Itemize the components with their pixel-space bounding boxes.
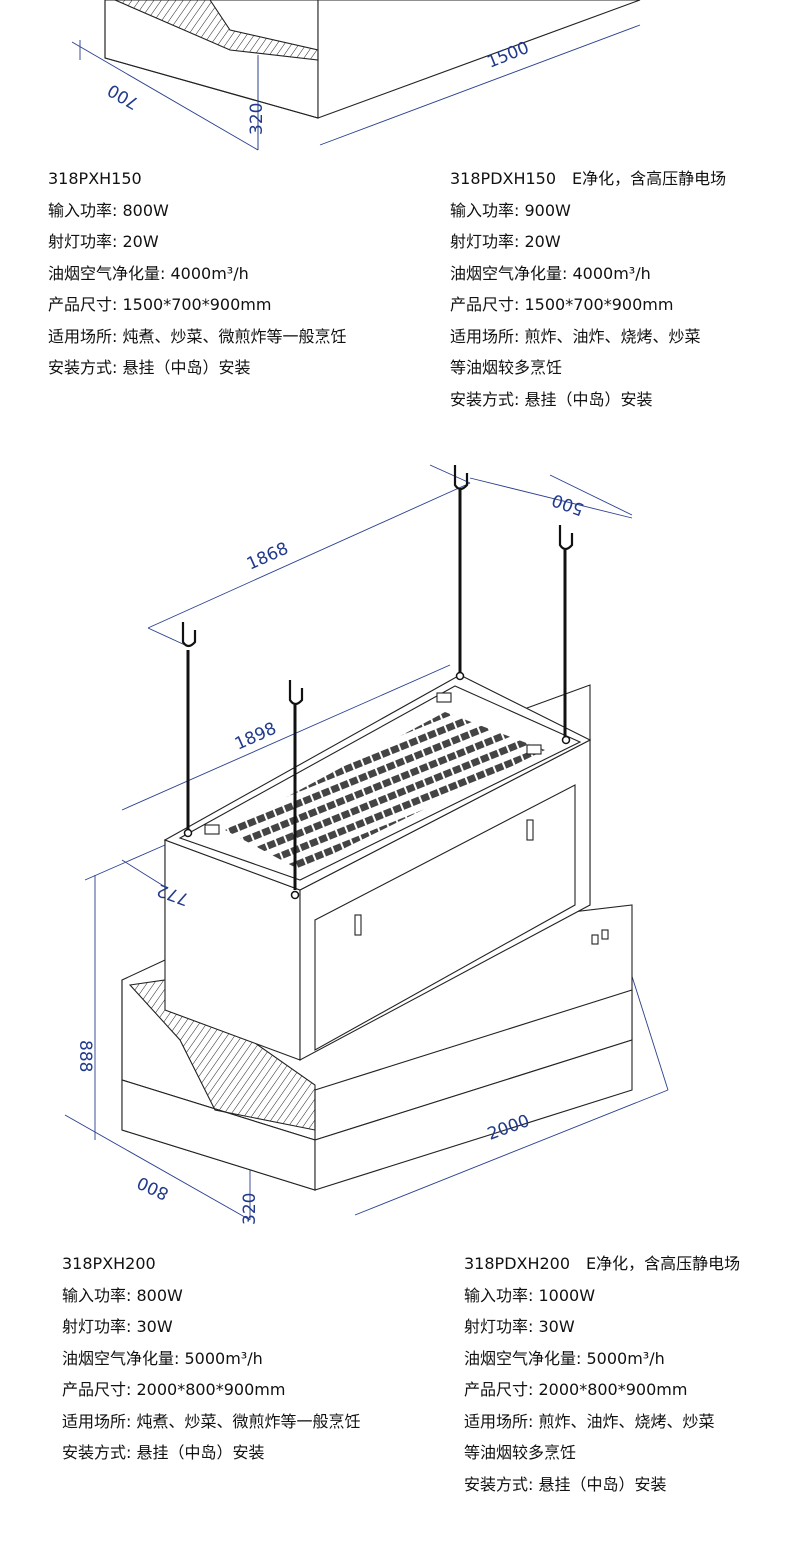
spec-line: 产品尺寸: 1500*700*900mm [48,295,272,314]
spec-line: 油烟空气净化量: 4000m³/h [450,263,651,283]
spec-line: 产品尺寸: 2000*800*900mm [62,1380,286,1399]
spec-line: 安装方式: 悬挂（中岛）安装 [450,389,653,409]
spec-line: 油烟空气净化量: 4000m³/h [48,263,249,283]
spec-318PXH150: 318PXH150 输入功率: 800W 射灯功率: 20W 油烟空气净化量: … [48,163,346,384]
spec-line: 适用场所: 煎炸、油炸、烧烤、炒菜 [464,1411,715,1431]
spec-line: 适用场所: 炖煮、炒菜、微煎炸等一般烹饪 [62,1411,361,1431]
spec-line: 输入功率: 800W [48,200,169,220]
model-name: 318PXH150 [48,169,142,188]
model-name: 318PDXH200 E净化，含高压静电场 [464,1254,741,1273]
dim-top-length: 1898 [232,719,280,755]
spec-318PDXH150: 318PDXH150 E净化，含高压静电场 输入功率: 900W 射灯功率: 2… [450,163,726,415]
spec-line: 射灯功率: 20W [48,232,159,251]
model-name: 318PXH200 [62,1254,156,1273]
spec-line: 安装方式: 悬挂（中岛）安装 [62,1443,265,1462]
dim-hook-width: 500 [549,489,586,519]
hood-drawing-1: 700 320 1500 [71,0,641,151]
dim-height: 320 [247,103,267,135]
spec-line: 输入功率: 900W [450,200,571,220]
spec-line: 油烟空气净化量: 5000m³/h [464,1348,665,1368]
spec-318PXH200: 318PXH200 输入功率: 800W 射灯功率: 30W 油烟空气净化量: … [62,1248,360,1469]
dim-hook-length: 1868 [244,539,292,575]
spec-line: 安装方式: 悬挂（中岛）安装 [48,358,251,377]
dim-height-total: 888 [75,1040,95,1072]
spec-line: 输入功率: 1000W [464,1285,596,1305]
spec-line: 适用场所: 煎炸、油炸、烧烤、炒菜 [450,326,701,346]
spec-line: 射灯功率: 20W [450,232,561,251]
dim-depth: 700 [104,79,142,113]
spec-line: 等油烟较多烹饪 [464,1443,577,1462]
dim-base-height: 320 [240,1193,260,1225]
spec-line: 产品尺寸: 2000*800*900mm [464,1380,688,1399]
spec-line: 安装方式: 悬挂（中岛）安装 [464,1474,667,1494]
dim-depth: 800 [134,1172,172,1204]
spec-line: 输入功率: 800W [62,1285,183,1305]
spec-line: 射灯功率: 30W [62,1317,173,1336]
spec-line: 射灯功率: 30W [464,1317,575,1336]
spec-line: 等油烟较多烹饪 [450,358,563,377]
hood-drawing-2: 1868 500 1898 772 888 320 800 2000 [64,464,669,1225]
spec-line: 适用场所: 炖煮、炒菜、微煎炸等一般烹饪 [48,326,347,346]
spec-318PDXH200: 318PDXH200 E净化，含高压静电场 输入功率: 1000W 射灯功率: … [464,1248,740,1500]
model-name: 318PDXH150 E净化，含高压静电场 [450,169,727,188]
spec-line: 产品尺寸: 1500*700*900mm [450,295,674,314]
spec-line: 油烟空气净化量: 5000m³/h [62,1348,263,1368]
